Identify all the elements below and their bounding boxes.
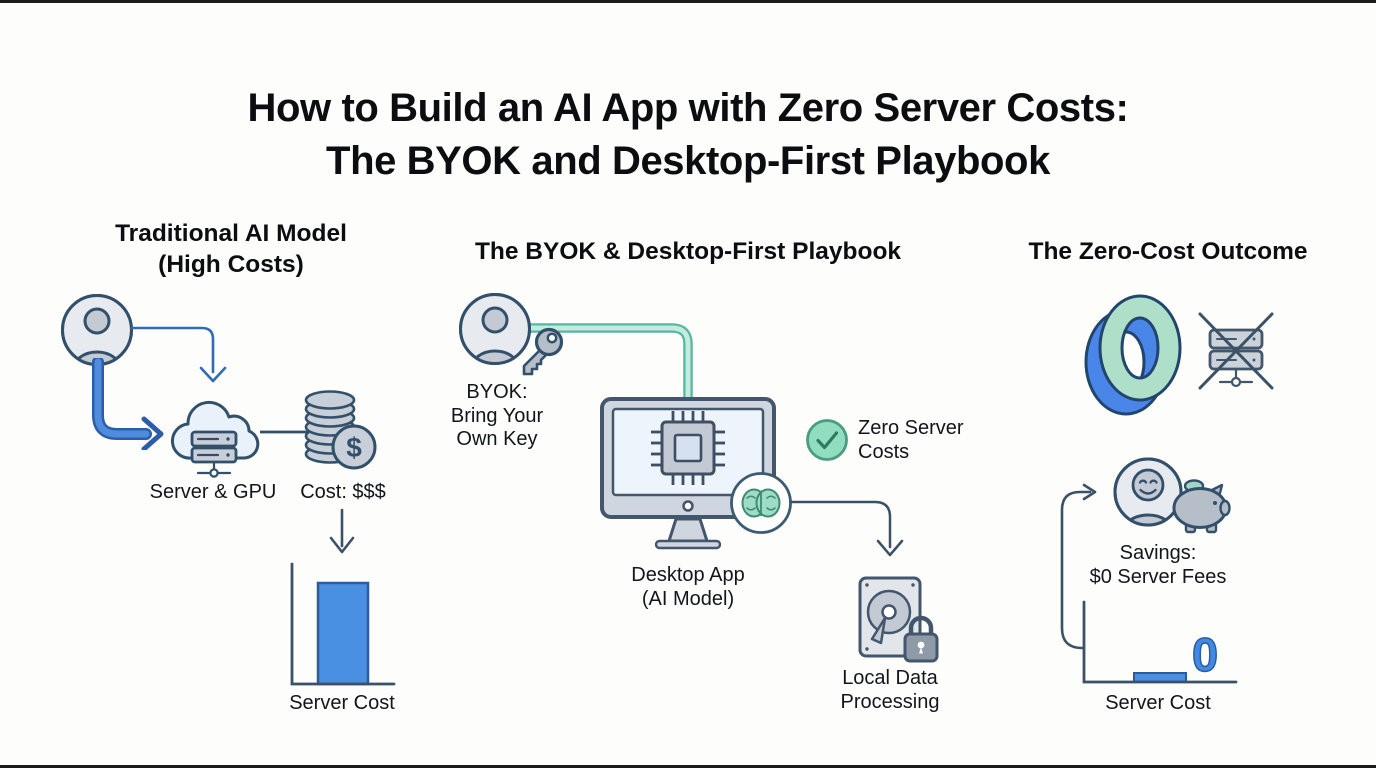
bottom-border-line [0,765,1376,768]
section-title-playbook: The BYOK & Desktop-First Playbook [474,238,902,265]
brain-icon [728,470,794,536]
user-key-icon [458,290,570,392]
zero-value-label: 0 [1191,628,1219,681]
arrow-user-to-cloud-icon [128,316,228,392]
user-icon [59,292,135,368]
byok-label-line3: Own Key [456,428,538,450]
desktop-monitor-icon [599,396,777,552]
dollar-sign-glyph: $ [346,432,362,463]
savings-label: Savings: $0 Server Fees [1090,542,1227,589]
zero-server-costs-line2: Costs [858,440,910,463]
traditional-chart-label: Server Cost [289,692,395,714]
cost-label: Cost: $$$ [300,481,386,503]
checkmark-icon [805,418,849,462]
high-cost-bar-chart [284,560,399,688]
hard-drive-lock-icon [858,576,940,664]
server-gpu-label: Server & GPU [149,481,277,503]
coins-cost-icon: $ [304,390,380,472]
byok-key-connector [526,318,694,402]
zero-3d-icon [1082,292,1186,418]
arrow-cost-to-chart-icon [328,508,356,558]
page-title-line2: The BYOK and Desktop-First Playbook [326,139,1050,183]
connector-server-to-cost [260,429,310,435]
page-title: How to Build an AI App with Zero Server … [248,82,1129,188]
high-cost-bar [316,581,370,686]
traditional-title-line1: Traditional AI Model [115,220,347,247]
traditional-title-line2: (High Costs) [158,251,304,278]
thick-arrow-user-to-server-icon [76,358,176,450]
zero-server-costs-line1: Zero Server [858,417,964,439]
local-data-label: Local Data Processing [841,667,940,714]
key-glyph [522,327,564,376]
desktop-app-label: Desktop App (AI Model) [631,564,744,611]
crossed-server-icon [1196,306,1276,394]
cpu-chip-icon [651,411,725,485]
local-data-label-line1: Local Data [842,667,938,689]
arrow-brain-to-drive-icon [789,489,907,569]
section-title-traditional: Traditional AI Model (High Costs) [115,218,347,280]
zero-server-costs-label: Zero Server Costs [858,417,964,464]
zero-cost-bar-chart [1076,598,1242,686]
desktop-app-label-line2: (AI Model) [641,587,735,610]
cloud-server-icon [166,388,262,480]
byok-label: BYOK: Bring Your Own Key [451,381,543,452]
piggy-bank-glyph [1172,479,1231,534]
byok-label-line1: BYOK: [466,381,528,403]
loop-arrow-icon [1048,480,1112,652]
top-border-line [0,0,1376,3]
outcome-chart-label: Server Cost [1105,692,1211,714]
savings-label-line1: Savings: [1119,542,1197,564]
byok-label-line2: Bring Your [450,404,544,427]
section-title-outcome: The Zero-Cost Outcome [1028,238,1308,265]
savings-label-line2: $0 Server Fees [1089,565,1227,588]
local-data-label-line2: Processing [840,690,940,713]
page-title-line1: How to Build an AI App with Zero Server … [247,86,1129,130]
desktop-app-label-line1: Desktop App [631,564,745,586]
happy-user-piggy-icon [1112,456,1236,542]
